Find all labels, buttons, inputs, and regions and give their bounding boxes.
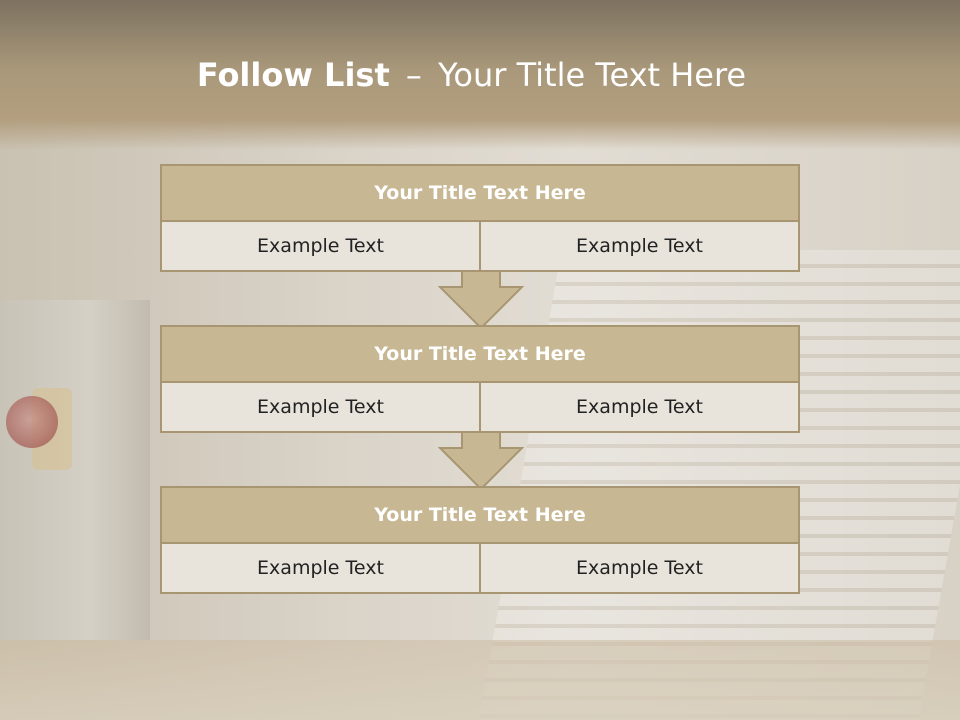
- list-block-cell-left: Example Text: [162, 383, 479, 431]
- list-block-title: Your Title Text Here: [162, 327, 798, 383]
- list-block-1: Your Title Text Here Example Text Exampl…: [160, 164, 800, 272]
- slide-title: Follow List – Your Title Text Here: [0, 56, 943, 94]
- down-arrow-icon: [438, 431, 524, 491]
- slide-title-bold: Follow List: [196, 56, 390, 94]
- list-block-3: Your Title Text Here Example Text Exampl…: [160, 486, 800, 594]
- list-block-title: Your Title Text Here: [162, 166, 798, 222]
- list-block-title: Your Title Text Here: [162, 488, 798, 544]
- list-block-2: Your Title Text Here Example Text Exampl…: [160, 325, 800, 433]
- slide-title-separator: –: [405, 56, 422, 94]
- down-arrow-icon: [438, 270, 524, 330]
- list-block-cell-right: Example Text: [479, 222, 798, 270]
- list-block-row: Example Text Example Text: [162, 383, 798, 431]
- list-block-cell-left: Example Text: [162, 544, 479, 592]
- background-machine: [0, 300, 150, 640]
- list-block-cell-right: Example Text: [479, 383, 798, 431]
- list-block-row: Example Text Example Text: [162, 544, 798, 592]
- slide-title-rest: Your Title Text Here: [438, 56, 747, 94]
- list-block-cell-left: Example Text: [162, 222, 479, 270]
- list-block-cell-right: Example Text: [479, 544, 798, 592]
- background-floor: [0, 640, 960, 720]
- list-block-row: Example Text Example Text: [162, 222, 798, 270]
- background-red-switch: [6, 396, 58, 448]
